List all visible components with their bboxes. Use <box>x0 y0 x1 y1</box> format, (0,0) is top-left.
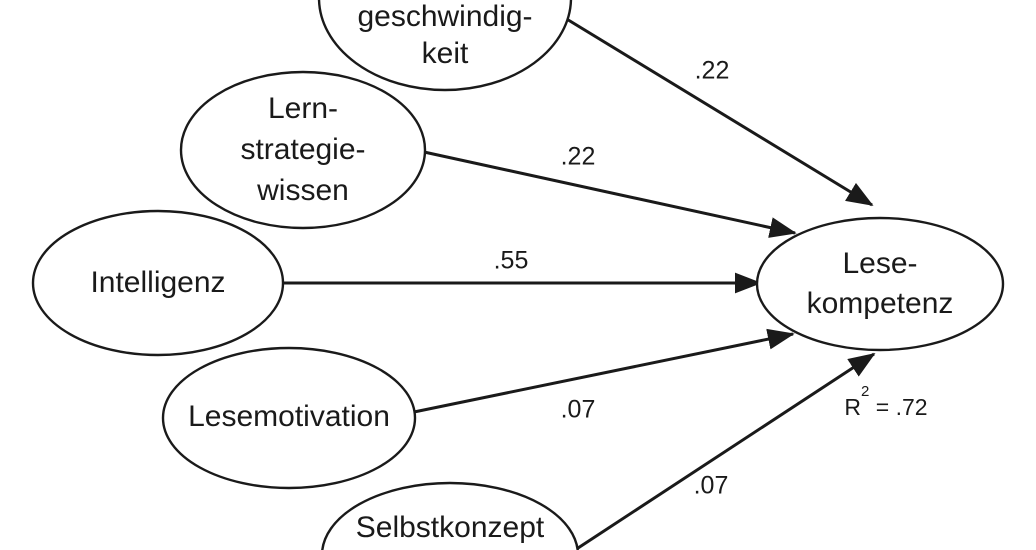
node-ellipse-selbstkonzept[interactable] <box>321 481 579 550</box>
edge-label-lernstrategiewissen-lesekompetenz: .22 <box>561 143 596 171</box>
node-ellipse-lesegeschwindigkeit[interactable] <box>317 0 573 92</box>
node-label-lesekompetenz-line1: Lese- <box>842 247 917 280</box>
node-lesemotivation[interactable]: Lesemotivation <box>161 346 417 490</box>
node-label-intelligenz: Intelligenz <box>90 266 225 299</box>
edge-label-selbstkonzept-lesekompetenz: .07 <box>694 472 729 500</box>
edge-label-geschwindigkeit-lesekompetenz: .22 <box>695 57 730 85</box>
r-squared-annotation: R2 = .72 <box>844 383 927 420</box>
nodes-group: geschwindig- keit Lern- strategie- wisse… <box>31 0 1005 550</box>
node-lernstrategiewissen[interactable]: Lern- strategie- wissen <box>179 70 427 230</box>
node-ellipse-lernstrategiewissen[interactable] <box>179 70 427 230</box>
node-intelligenz[interactable]: Intelligenz <box>31 209 285 357</box>
node-label-lesekompetenz-line2: kompetenz <box>807 287 954 320</box>
node-lesegeschwindigkeit[interactable]: geschwindig- keit <box>317 0 573 92</box>
node-label-lesegeschwindigkeit-line2: keit <box>422 37 469 70</box>
edge-label-intelligenz-lesekompetenz: .55 <box>494 247 529 275</box>
annotations-group: R2 = .72 <box>844 383 927 420</box>
node-ellipse-intelligenz[interactable] <box>31 209 285 357</box>
edge-lesemotivation-to-lesekompetenz <box>413 328 795 414</box>
node-selbstkonzept[interactable]: Selbstkonzept <box>321 481 579 550</box>
node-lesekompetenz[interactable]: Lese- kompetenz <box>755 216 1005 352</box>
node-label-lesemotivation: Lesemotivation <box>188 400 390 433</box>
edge-lernstrategiewissen-to-lesekompetenz <box>423 150 797 238</box>
node-ellipse-lesemotivation[interactable] <box>161 346 417 490</box>
node-label-lernstrategiewissen-line3: wissen <box>256 174 349 207</box>
node-label-lernstrategiewissen-line1: Lern- <box>268 92 338 125</box>
node-label-selbstkonzept: Selbstkonzept <box>356 511 545 544</box>
node-ellipse-lesekompetenz[interactable] <box>755 216 1005 352</box>
edge-label-lesemotivation-lesekompetenz: .07 <box>561 396 596 424</box>
node-label-lernstrategiewissen-line2: strategie- <box>240 133 365 166</box>
edge-selbstkonzept-to-lesekompetenz <box>574 352 876 550</box>
edge-geschwindigkeit-to-lesekompetenz <box>564 16 874 207</box>
node-label-lesegeschwindigkeit-line1: geschwindig- <box>357 0 532 33</box>
edges-group <box>283 16 876 550</box>
edge-labels-group: .22 .22 .55 .07 .07 <box>494 57 730 500</box>
